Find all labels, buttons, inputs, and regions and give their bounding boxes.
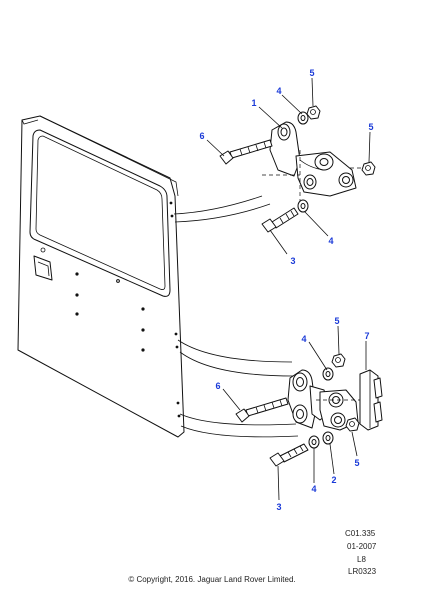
callout-5-bottom-lower: 5 xyxy=(354,458,359,468)
callout-3-bottom: 3 xyxy=(276,502,281,512)
copyright-notice: © Copyright, 2016. Jaguar Land Rover Lim… xyxy=(128,575,296,584)
callout-2: 2 xyxy=(331,475,336,485)
callout-6-top: 6 xyxy=(199,131,204,141)
reference-code: C01.335 xyxy=(345,529,376,538)
door-window xyxy=(29,129,171,297)
callout-5-top-left: 5 xyxy=(309,68,314,78)
leader-lines xyxy=(206,77,371,501)
reference-variant: L8 xyxy=(357,555,366,564)
assembly-curves xyxy=(173,195,299,438)
hinge-plate xyxy=(359,369,383,431)
callout-4-top-lower: 4 xyxy=(328,236,333,246)
callout-5-bottom-upper: 5 xyxy=(334,316,339,326)
lower-lower-bolt xyxy=(269,443,309,467)
reference-date: 01-2007 xyxy=(347,542,377,551)
callout-1: 1 xyxy=(251,98,256,108)
upper-washers xyxy=(297,111,309,213)
callout-7: 7 xyxy=(364,331,369,341)
lower-washers xyxy=(308,367,334,449)
lower-hinge-body xyxy=(287,369,360,431)
reference-id: LR0323 xyxy=(348,567,377,576)
callout-4-bottom-lower: 4 xyxy=(311,484,316,494)
lower-nuts xyxy=(331,353,360,432)
upper-hinge-body xyxy=(262,121,357,206)
rear-door xyxy=(17,115,185,438)
door-fixing-holes xyxy=(75,201,181,418)
upper-bolt xyxy=(219,139,273,165)
callout-4-bottom-upper: 4 xyxy=(301,334,306,344)
callout-3-top: 3 xyxy=(290,256,295,266)
callout-5-top-right: 5 xyxy=(368,122,373,132)
callout-6-bottom: 6 xyxy=(215,381,220,391)
lower-bolt xyxy=(235,397,289,423)
callout-4-top-upper: 4 xyxy=(276,86,281,96)
upper-lower-bolt xyxy=(261,207,299,233)
door-handle xyxy=(33,247,53,281)
upper-nuts xyxy=(306,105,376,176)
